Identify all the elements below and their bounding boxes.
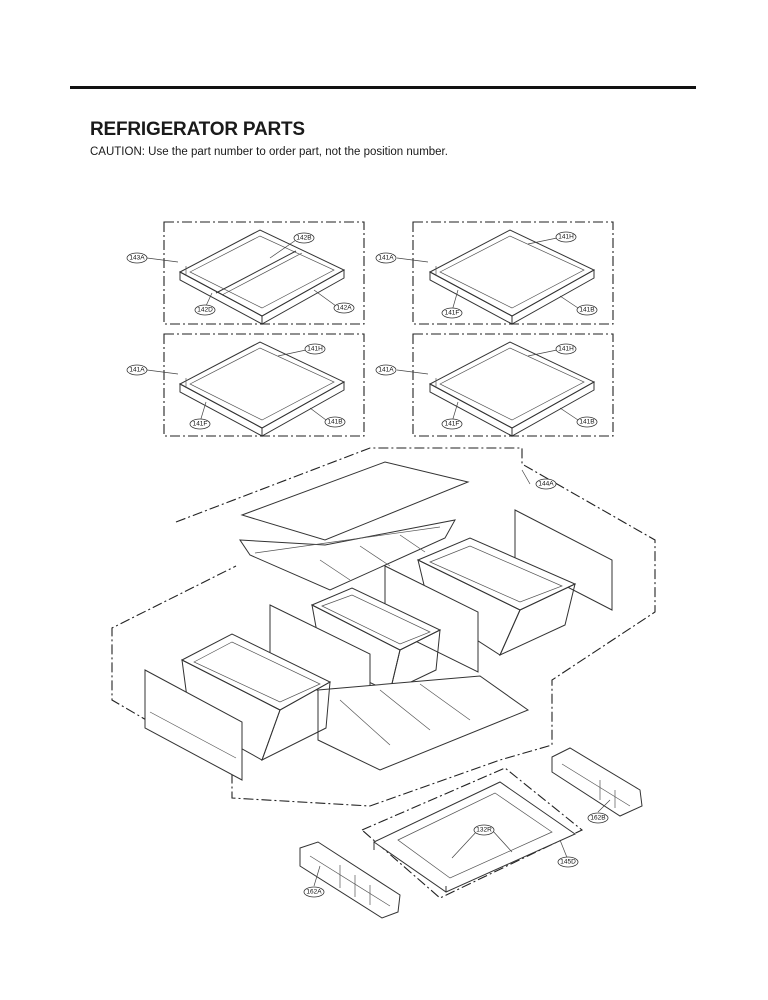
callout-162b: 162B: [587, 812, 609, 824]
side-panel-right: [514, 509, 613, 611]
svg-text:141B: 141B: [327, 419, 342, 426]
callout-141h-2: 141H: [304, 343, 326, 355]
svg-text:141H: 141H: [558, 234, 574, 241]
svg-text:142B: 142B: [296, 235, 311, 242]
callout-142b: 142B: [293, 232, 315, 244]
shelf-glass-142b: [178, 229, 346, 317]
callout-141a-3: 141A: [375, 364, 397, 376]
svg-text:162A: 162A: [306, 889, 322, 896]
svg-text:141H: 141H: [558, 346, 574, 353]
callout-141f-2: 141F: [189, 418, 211, 430]
svg-text:142D: 142D: [197, 307, 213, 314]
callout-141h-3: 141H: [555, 343, 577, 355]
callout-141a-2: 141A: [126, 364, 148, 376]
callout-162a: 162A: [303, 886, 325, 898]
callout-141a-1: 141A: [375, 252, 397, 264]
svg-text:141A: 141A: [378, 255, 394, 262]
header-rule: [70, 86, 696, 89]
callout-144a: 144A: [535, 478, 557, 490]
callout-141b-1: 141B: [576, 304, 598, 316]
bottom-tray-145d: [373, 781, 577, 893]
callout-141b-2: 141B: [324, 416, 346, 428]
svg-text:142A: 142A: [336, 305, 352, 312]
callout-141f-1: 141F: [441, 307, 463, 319]
callout-145d: 145D: [557, 856, 579, 868]
group-box-143a: [163, 221, 365, 325]
callout-143a: 143A: [126, 252, 148, 264]
svg-text:141A: 141A: [378, 367, 394, 374]
side-panel-left: [144, 669, 243, 781]
crisper-base-tray: [317, 675, 530, 771]
shelf-assembly-141a-right: [412, 333, 614, 437]
callout-142d: 142D: [194, 304, 216, 316]
crisper-assembly-144a: [111, 447, 656, 807]
bracket-162b: [551, 747, 643, 817]
svg-text:141B: 141B: [579, 307, 594, 314]
svg-text:132R: 132R: [476, 827, 492, 834]
svg-text:141F: 141F: [445, 421, 460, 428]
svg-text:145D: 145D: [560, 859, 576, 866]
callout-132r: 132R: [473, 824, 495, 836]
group-box-141a-left: [163, 333, 365, 437]
svg-text:141A: 141A: [129, 367, 145, 374]
svg-text:144A: 144A: [538, 481, 554, 488]
callout-141f-3: 141F: [441, 418, 463, 430]
shelf-assembly-143a: [163, 221, 365, 325]
svg-text:141H: 141H: [307, 346, 323, 353]
svg-text:141F: 141F: [193, 421, 208, 428]
svg-text:141F: 141F: [445, 310, 460, 317]
callout-141b-3: 141B: [576, 416, 598, 428]
shelf-assembly-141a-left: [163, 333, 365, 437]
svg-text:143A: 143A: [129, 255, 145, 262]
caution-note: CAUTION: Use the part number to order pa…: [90, 146, 448, 158]
crisper-cover-frame: [239, 519, 456, 591]
page-title: REFRIGERATOR PARTS: [90, 119, 305, 140]
svg-text:162B: 162B: [590, 815, 605, 822]
callout-142a: 142A: [333, 302, 355, 314]
bracket-162a: [299, 841, 401, 919]
callout-141h-1: 141H: [555, 231, 577, 243]
shelf-assembly-141a-top: [412, 221, 614, 325]
crisper-cover-glass: [240, 461, 470, 541]
svg-text:141B: 141B: [579, 419, 594, 426]
bottom-tray-assembly-145d: [360, 767, 584, 899]
